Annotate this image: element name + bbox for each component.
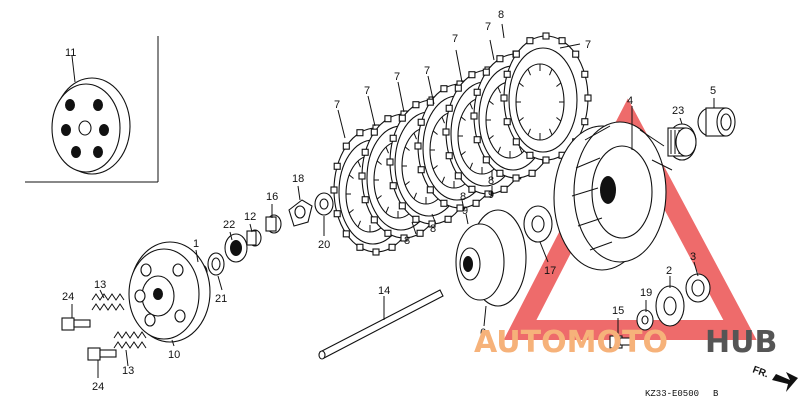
- clutch-outer-basket-icon: [553, 121, 673, 271]
- friction-disc-icon: [500, 32, 592, 164]
- clutch-center-hub-icon: [455, 209, 527, 307]
- diagram-code-suffix: B: [713, 389, 719, 399]
- pressure-plate-icon: [128, 241, 211, 343]
- clutch-cover-disc-icon: [51, 77, 131, 175]
- direction-label: FR.: [751, 364, 770, 380]
- callout-23: 23: [672, 105, 684, 117]
- callout-1: 1: [193, 238, 199, 250]
- callout-21: 21: [215, 293, 227, 305]
- callout-7: 7: [424, 65, 430, 77]
- callout-4: 4: [627, 95, 633, 107]
- drive-gear-icon: [655, 285, 685, 327]
- leader-lines: [71, 23, 715, 378]
- callout-6: 6: [480, 327, 486, 339]
- needle-bearing-icon: [667, 123, 697, 161]
- callout-8: 8: [460, 191, 466, 203]
- clutch-plate-stack: [330, 32, 592, 256]
- callout-24: 24: [92, 381, 104, 393]
- callout-15: 15: [612, 305, 624, 317]
- callout-9: 9: [462, 205, 468, 217]
- bolt-icon: [61, 317, 117, 361]
- callout-14: 14: [378, 285, 390, 297]
- callout-13: 13: [94, 279, 106, 291]
- callout-2: 2: [666, 265, 672, 277]
- watermark-hub: HUB: [705, 325, 777, 360]
- callout-8: 8: [404, 235, 410, 247]
- callout-19: 19: [640, 287, 652, 299]
- item-11-panel: [25, 36, 159, 183]
- callout-8: 8: [430, 223, 436, 235]
- callout-16: 16: [266, 191, 278, 203]
- callout-5: 5: [710, 85, 716, 97]
- front-direction-arrow-icon: FR.: [751, 364, 798, 392]
- flange-bolt-icon: [609, 335, 635, 349]
- thrust-washer-icon: [523, 205, 553, 243]
- diagram-code: KZ33-E0500: [645, 389, 699, 399]
- outer-guide-collar-icon: [697, 107, 736, 137]
- callout-8: 8: [498, 9, 504, 21]
- callout-11: 11: [65, 47, 76, 59]
- lifter-rod-icon: [318, 289, 444, 360]
- callout-9: 9: [488, 189, 494, 201]
- shaft-small-parts: [196, 192, 334, 280]
- callout-10: 10: [168, 349, 180, 361]
- watermark: AUTOMOTO HUB: [474, 325, 777, 360]
- washer-icon: [636, 309, 654, 331]
- watermark-automoto: AUTOMOTO: [474, 325, 668, 360]
- callout-3: 3: [690, 251, 696, 263]
- callout-7: 7: [585, 39, 591, 51]
- callout-8: 8: [488, 175, 494, 187]
- callout-7: 7: [334, 99, 340, 111]
- bearing-icon: [685, 273, 711, 303]
- clutch-spring-icon: [91, 293, 147, 349]
- callout-22: 22: [223, 219, 235, 231]
- callout-7: 7: [452, 33, 458, 45]
- callout-17: 17: [544, 265, 556, 277]
- callout-24: 24: [62, 291, 74, 303]
- callout-7: 7: [364, 85, 370, 97]
- callout-13: 13: [122, 365, 134, 377]
- callout-7: 7: [394, 71, 400, 83]
- callout-12: 12: [244, 211, 256, 223]
- callout-7: 7: [485, 21, 491, 33]
- callout-18: 18: [292, 173, 304, 185]
- callout-20: 20: [318, 239, 330, 251]
